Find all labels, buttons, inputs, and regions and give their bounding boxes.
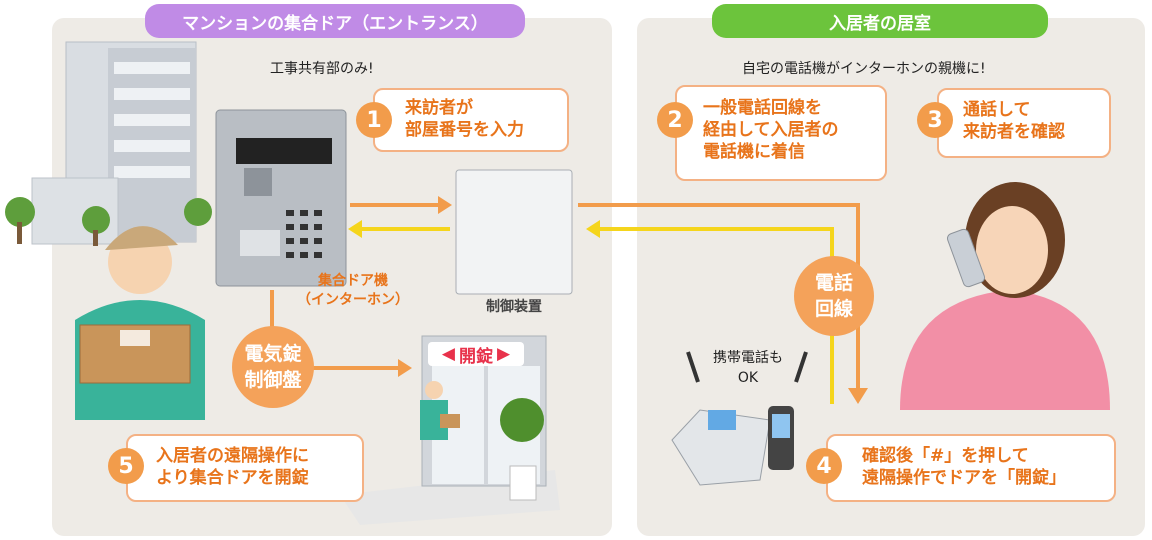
lock-panel-line-2: 制御盤	[244, 369, 302, 391]
orange-connectors	[270, 203, 860, 390]
step-1-line-1: 来訪者が	[405, 98, 473, 118]
step-2-line-2: 経由して入居者の	[703, 120, 839, 140]
intercom-label-sub: （インターホン）	[297, 292, 409, 308]
step-3-number: 3	[917, 102, 953, 138]
mobile-ok-line-1: 携帯電話も	[713, 350, 783, 366]
step-4-number: 4	[806, 448, 842, 484]
step-4-box: 確認後「#」を押して 遠隔操作でドアを「開錠」	[826, 434, 1116, 502]
step-2-number: 2	[657, 102, 693, 138]
phone-line-1: 電話	[814, 272, 853, 294]
entrance-note: 工事共有部のみ!	[270, 61, 374, 77]
left-arrow-icon: ◀	[441, 344, 455, 364]
controller-illustration	[455, 169, 573, 295]
step-2-line-3: 電話機に着信	[703, 142, 805, 162]
yellow-connectors	[362, 227, 834, 404]
step-5-line-1: 入居者の遠隔操作に	[156, 446, 309, 466]
phone-line-2: 回線	[814, 298, 853, 320]
telephone-illustration	[671, 406, 794, 486]
controller-label: 制御装置	[486, 299, 542, 315]
mobile-ok-label: 携帯電話も OK	[698, 348, 798, 388]
delivery-person-illustration	[75, 226, 205, 420]
step-3-line-2: 来訪者を確認	[963, 122, 1065, 142]
step-1-line-2: 部屋番号を入力	[405, 120, 524, 140]
step-4-line-2: 遠隔操作でドアを「開錠」	[862, 468, 1066, 488]
intercom-illustration	[215, 109, 347, 287]
intercom-label-main: 集合ドア機	[318, 273, 388, 289]
resident-illustration	[900, 182, 1110, 410]
step-5-number: 5	[108, 448, 144, 484]
building-illustration	[5, 41, 212, 246]
step-1-number: 1	[356, 102, 392, 138]
resident-title: 入居者の居室	[712, 4, 1048, 38]
step-3-box: 通話して 来訪者を確認	[937, 88, 1111, 158]
lock-control-panel: 電気錠 制御盤	[232, 326, 314, 408]
step-5-box: 入居者の遠隔操作に より集合ドアを開錠	[126, 434, 364, 502]
entrance-title: マンションの集合ドア（エントランス）	[145, 4, 525, 38]
mobile-ok-line-2: OK	[737, 370, 759, 386]
right-arrow-icon: ▶	[497, 344, 511, 364]
phone-line-circle: 電話 回線	[794, 256, 874, 336]
step-4-line-1: 確認後「#」を押して	[862, 446, 1029, 466]
lock-panel-line-1: 電気錠	[244, 343, 302, 365]
intercom-label: 集合ドア機 （インターホン）	[288, 272, 418, 310]
open-sign: ◀ 開錠 ▶	[428, 342, 524, 367]
step-3-line-1: 通話して	[963, 100, 1031, 120]
step-1-box: 来訪者が 部屋番号を入力	[373, 88, 569, 152]
resident-note: 自宅の電話機がインターホンの親機に!	[742, 61, 986, 77]
step-2-line-1: 一般電話回線を	[703, 98, 822, 118]
open-sign-text: 開錠	[459, 346, 493, 367]
step-5-line-2: より集合ドアを開錠	[156, 468, 309, 488]
step-2-box: 一般電話回線を 経由して入居者の 電話機に着信	[675, 85, 887, 181]
